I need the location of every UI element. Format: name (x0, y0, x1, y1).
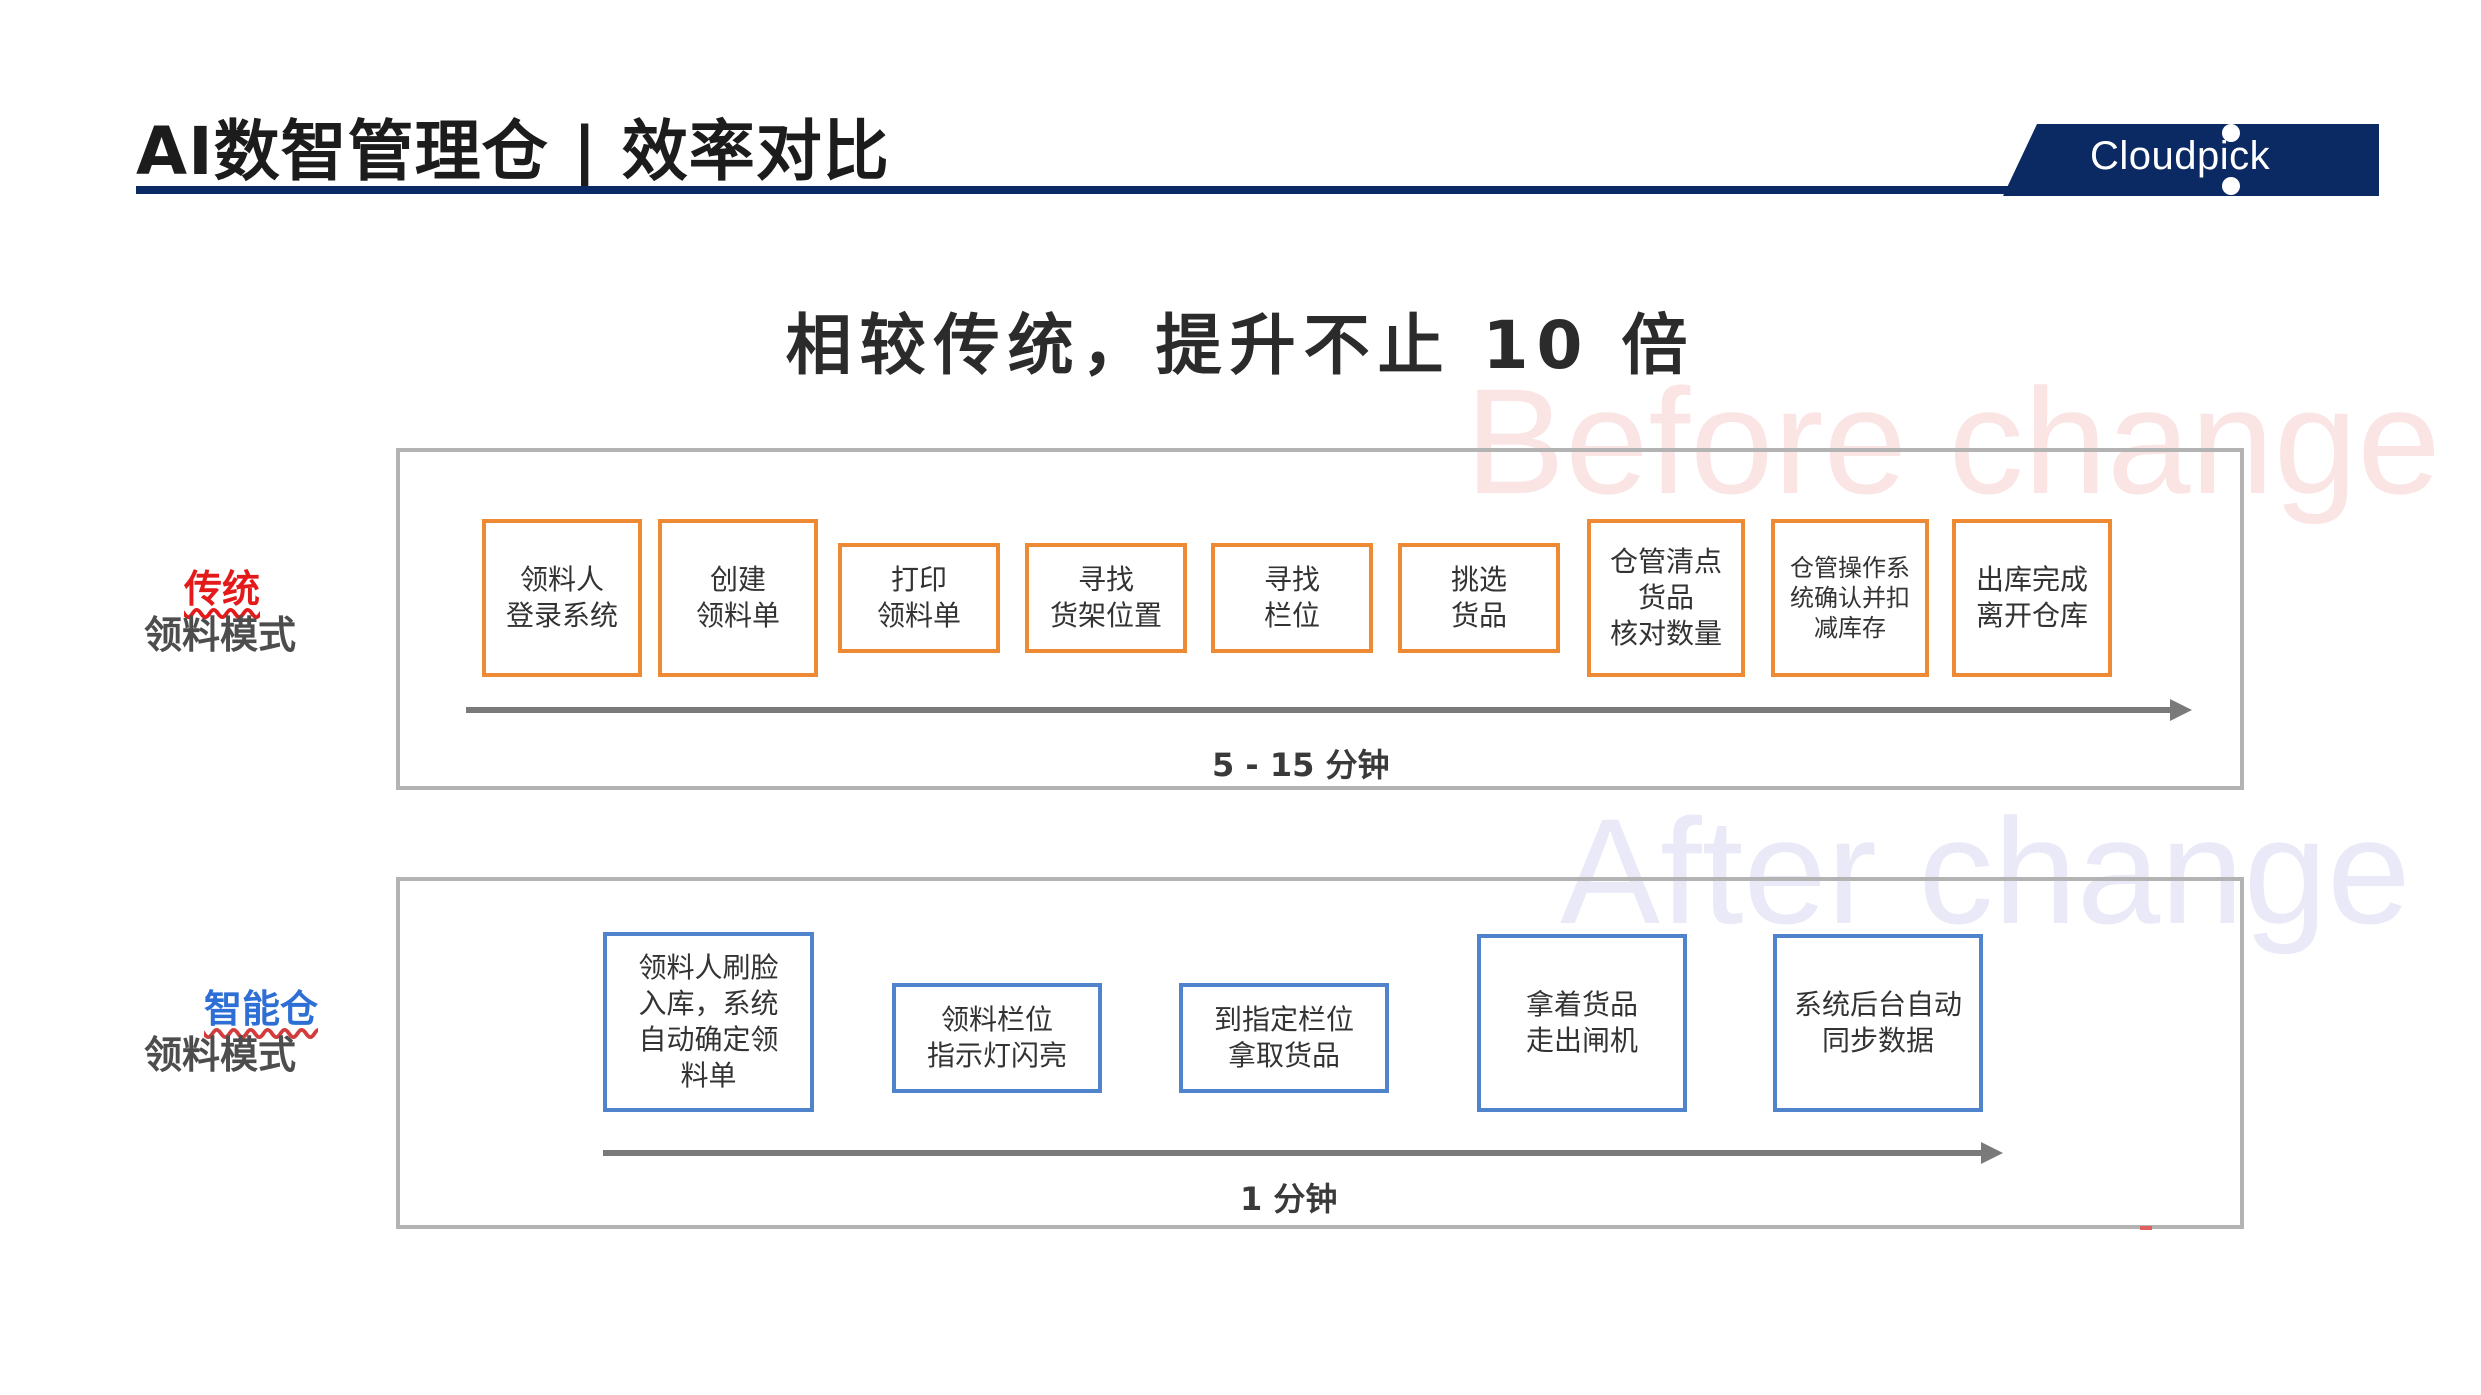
traditional-step-print-order: 打印 领料单 (838, 543, 1000, 653)
traditional-step-check-goods: 仓管清点 货品 核对数量 (1587, 519, 1745, 677)
traditional-duration: 5 - 15 分钟 (1212, 746, 1390, 784)
traditional-mode-subtitle: 领料模式 (144, 613, 297, 657)
smart-step-sync-data: 系统后台自动 同步数据 (1773, 934, 1983, 1112)
smart-mode-title: 智能仓 (204, 987, 319, 1031)
brand-logo: Cloudpick (2090, 134, 2271, 178)
traditional-step-find-slot: 寻找 栏位 (1211, 543, 1373, 653)
smart-step-slot-light: 领料栏位 指示灯闪亮 (892, 983, 1102, 1093)
logo-dot-bottom-icon (2222, 177, 2240, 195)
traditional-step-exit-warehouse: 出库完成 离开仓库 (1952, 519, 2112, 677)
traditional-arrowhead-icon (2170, 699, 2192, 721)
smart-duration: 1 分钟 (1240, 1180, 1338, 1218)
red-mark (2140, 1226, 2152, 1230)
header-divider (136, 186, 2016, 194)
traditional-step-create-order: 创建 领料单 (658, 519, 818, 677)
comparison-headline: 相较传统，提升不止 10 倍 (785, 307, 1696, 384)
smart-arrowhead-icon (1981, 1142, 2003, 1164)
traditional-mode-title: 传统 (184, 567, 261, 611)
smart-process-panel (396, 877, 2244, 1229)
traditional-process-panel (396, 448, 2244, 790)
smart-step-face-entry: 领料人刷脸 入库，系统 自动确定领 料单 (603, 932, 814, 1112)
watermark-before: Before change (1465, 357, 2441, 525)
logo-dot-top-icon (2222, 124, 2240, 142)
traditional-step-update-stock: 仓管操作系 统确认并扣 减库存 (1771, 519, 1929, 677)
smart-step-exit-gate: 拿着货品 走出闸机 (1477, 934, 1687, 1112)
smart-step-take-goods: 到指定栏位 拿取货品 (1179, 983, 1389, 1093)
logo-banner (2003, 124, 2379, 196)
smart-mode-subtitle: 领料模式 (144, 1033, 297, 1077)
traditional-step-login: 领料人 登录系统 (482, 519, 642, 677)
page-title: AI数智管理仓 | 效率对比 (136, 113, 890, 190)
traditional-timeline-arrow (466, 707, 2172, 713)
smart-timeline-arrow (603, 1150, 1983, 1156)
traditional-step-find-shelf: 寻找 货架位置 (1025, 543, 1187, 653)
smart-mode-label: 智能仓 领料模式 (144, 986, 318, 1078)
watermark-after: After change (1560, 787, 2411, 955)
traditional-step-pick-goods: 挑选 货品 (1398, 543, 1560, 653)
traditional-mode-label: 传统 领料模式 (144, 566, 296, 658)
